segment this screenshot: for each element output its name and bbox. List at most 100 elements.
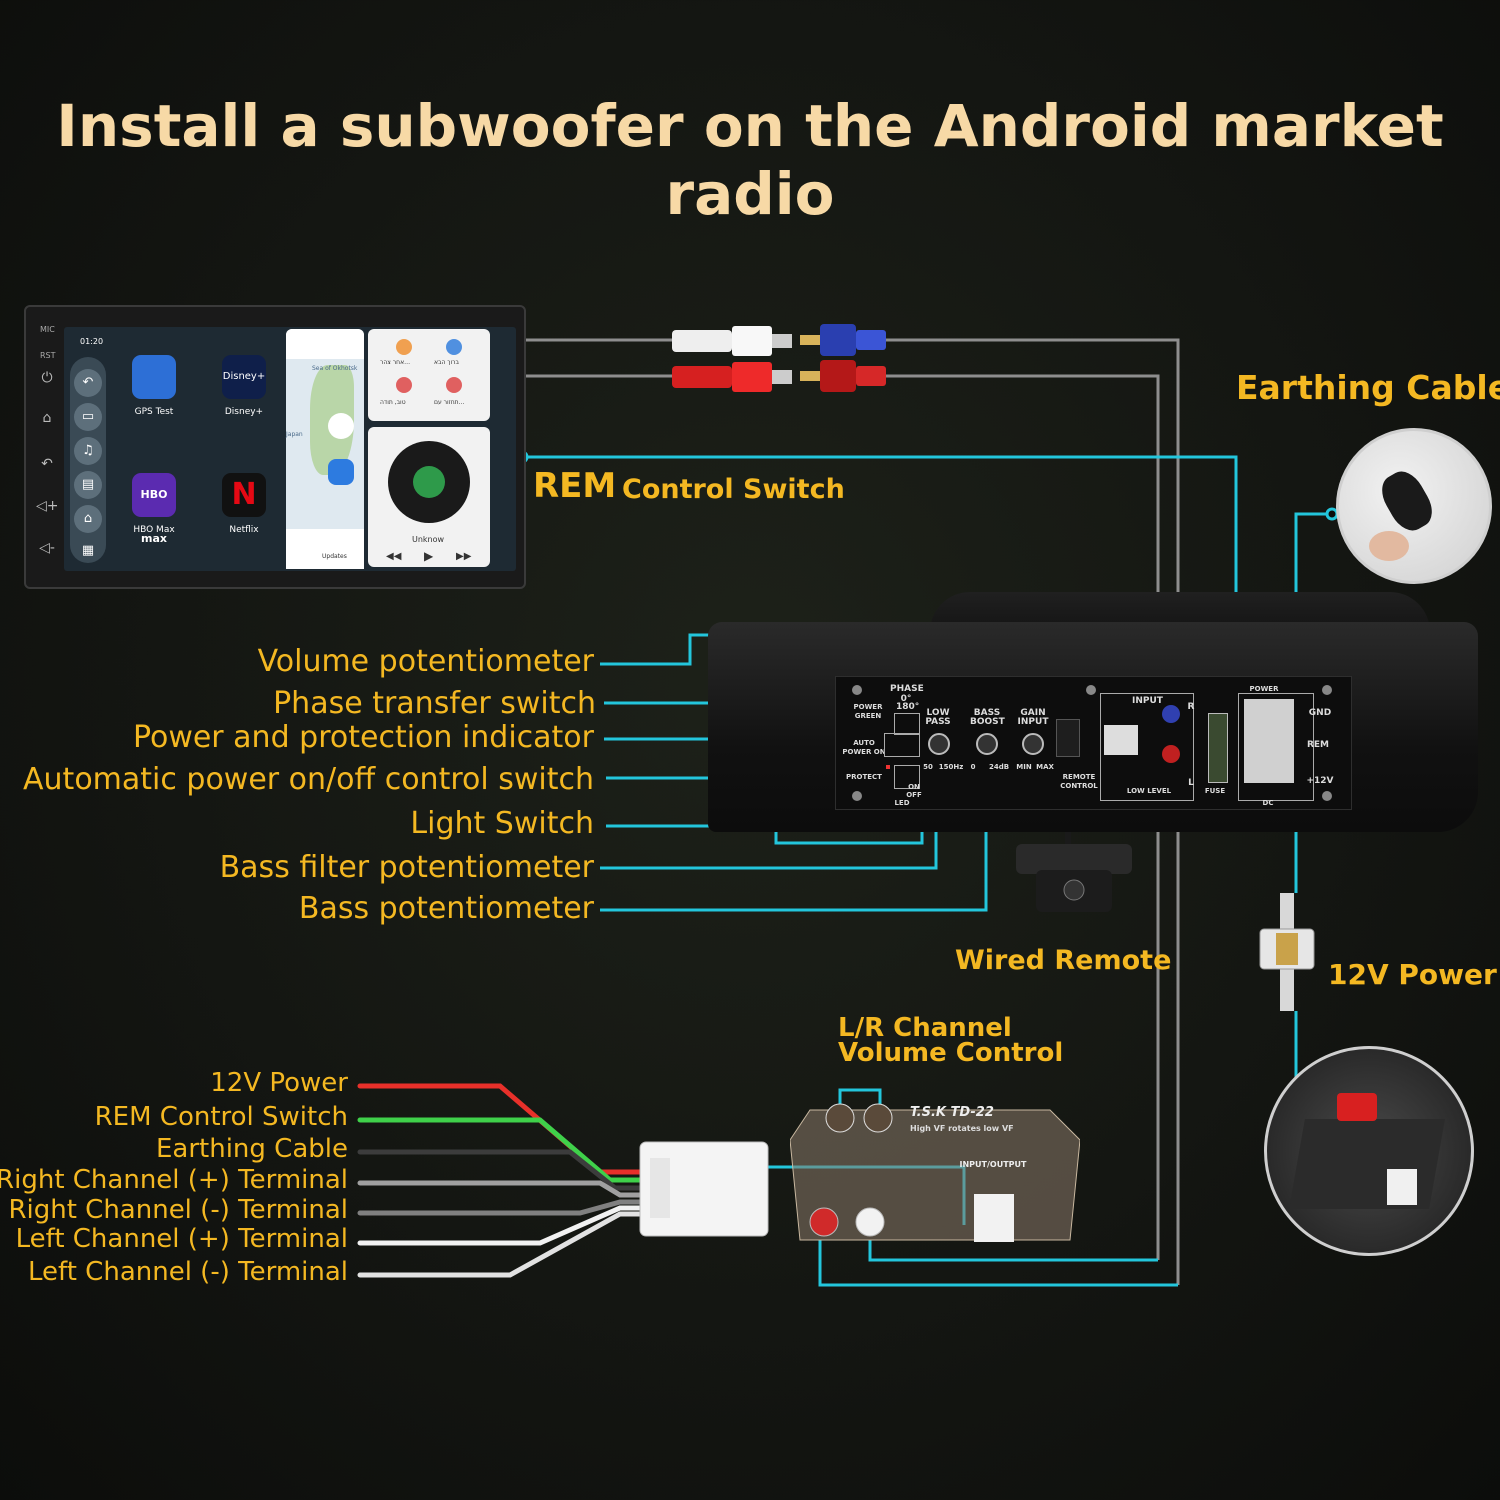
- rca-input-l[interactable]: [1162, 745, 1180, 763]
- rca-cable-right-bottom: [884, 374, 1160, 1260]
- light-switch-label: Light Switch: [410, 806, 594, 841]
- rca-out-red: [809, 1207, 839, 1237]
- wire-right-plus: [357, 1180, 643, 1198]
- contacts-panel[interactable]: אחר צהר… ברוך הבא טוב, תודה תחזור עם…: [368, 329, 490, 421]
- dock: ↶ ▭ ♫ ▤ ⌂ ▦: [70, 357, 106, 563]
- volume-up-icon[interactable]: ◁+: [36, 498, 59, 514]
- app-label: GPS Test: [134, 407, 174, 417]
- crossover-io-label: INPUT/OUTPUT: [959, 1160, 1027, 1169]
- power-terminal-block[interactable]: [1244, 699, 1294, 783]
- bass-pot-label: Bass potentiometer: [298, 891, 594, 926]
- rca-input-r[interactable]: [1162, 705, 1180, 723]
- wire-right-minus: [357, 1199, 643, 1216]
- wire-label-left-minus: Left Channel (-) Terminal: [28, 1257, 348, 1287]
- wire-left-minus: [357, 1211, 643, 1278]
- auto-power-switch-label: Automatic power on/off control switch: [23, 762, 594, 797]
- bass-min: 0: [970, 763, 976, 771]
- crossover-brand: T.S.K TD-22: [910, 1105, 994, 1120]
- app-label: HBO Max: [133, 525, 175, 535]
- rca-cable-right-top: [884, 338, 1180, 1285]
- home-icon[interactable]: ⌂: [42, 410, 52, 426]
- bass-max: 24dB: [988, 763, 1010, 771]
- protect-label: PROTECT: [846, 773, 882, 781]
- low-level-label: LOW LEVEL: [1126, 787, 1172, 795]
- wire-left-plus: [357, 1205, 643, 1246]
- music-panel[interactable]: Unknow ◀◀ ▶ ▶▶: [368, 427, 490, 567]
- gnd-label: GND: [1308, 708, 1332, 718]
- earthing-photo: [1336, 428, 1492, 584]
- input-label: INPUT: [1132, 696, 1163, 706]
- contact-name: טוב, תודה: [380, 399, 406, 406]
- rca-cables: [526, 338, 1180, 1285]
- disney-icon[interactable]: Disney+: [222, 355, 266, 399]
- phase-switch-label: Phase transfer switch: [273, 686, 596, 721]
- lr-volume-callout-2: Volume Control: [838, 1038, 1064, 1068]
- gps-icon[interactable]: [132, 355, 176, 399]
- netflix-icon[interactable]: N: [222, 473, 266, 517]
- map-sea-label: Sea of Okhotsk: [312, 365, 358, 372]
- battery-photo: [1264, 1046, 1474, 1256]
- bass-filter-pot-label: Bass filter potentiometer: [219, 850, 594, 885]
- back-icon[interactable]: ↶: [41, 456, 53, 472]
- low-level-input[interactable]: [1104, 725, 1138, 755]
- dock-home-icon[interactable]: ⌂: [74, 505, 102, 533]
- page-title: Install a subwoofer on the Android marke…: [56, 92, 1444, 228]
- lr-volume-callout-1: L/R Channel: [838, 1013, 1012, 1043]
- wire-label-right-plus: Right Channel (+) Terminal: [0, 1165, 348, 1195]
- prev-icon[interactable]: ◀◀: [386, 551, 402, 562]
- low-pass-knob[interactable]: [928, 733, 950, 755]
- rca-right-leader: [868, 1240, 1158, 1262]
- low-pass-min: 50: [923, 763, 933, 771]
- map-updates-label: Updates: [322, 553, 347, 560]
- map-panel[interactable]: Sea of Okhotsk Japan Updates: [286, 329, 364, 569]
- dock-audio-icon[interactable]: ♫: [74, 437, 102, 465]
- dock-back-icon[interactable]: ↶: [74, 369, 102, 397]
- phase-180-label: 180°: [896, 702, 920, 712]
- rst-label: RST: [40, 351, 56, 360]
- on-label: ON: [908, 783, 920, 791]
- rca-out-white: [855, 1207, 885, 1237]
- android-head-unit: MIC RST ⏻ ⌂ ↶ ◁+ ◁- 01:20 ↶ ▭ ♫ ▤ ⌂ ▦ GP…: [24, 305, 526, 589]
- lr-volume-leader: [838, 1088, 882, 1110]
- off-label: OFF: [906, 791, 922, 799]
- power-indicator-label: Power and protection indicator: [132, 720, 594, 755]
- harness-connector[interactable]: [636, 1138, 772, 1240]
- remote-port[interactable]: [1056, 719, 1080, 757]
- power-icon[interactable]: ⏻: [41, 370, 53, 386]
- dock-recents-icon[interactable]: ▭: [74, 403, 102, 431]
- clock: 01:20: [80, 337, 104, 346]
- led-label: LED: [894, 799, 910, 807]
- dock-car-icon[interactable]: ▤: [74, 471, 102, 499]
- remote-control-label: REMOTE CONTROL: [1060, 773, 1098, 790]
- hbo-icon[interactable]: HBO max: [132, 473, 176, 545]
- auto-power-switch[interactable]: [884, 733, 920, 757]
- dock-grid-icon[interactable]: ▦: [81, 543, 95, 558]
- bass-boost-label: BASS BOOST: [970, 708, 1005, 727]
- app-label: Disney+: [224, 407, 264, 417]
- amp-control-panel: PHASE 0° 180° POWER GREEN AUTO POWER ON …: [835, 676, 1352, 810]
- wired-remote[interactable]: [1014, 840, 1134, 912]
- td22-crossover: [790, 1103, 1080, 1242]
- earthing-callout: Earthing Cable: [1236, 368, 1500, 407]
- gain-input-label: GAIN INPUT: [1017, 708, 1049, 727]
- fuse-label: FUSE: [1204, 787, 1226, 795]
- track-title: Unknow: [412, 535, 445, 544]
- left-volume-knob: [825, 1103, 855, 1133]
- play-icon[interactable]: ▶: [424, 549, 434, 563]
- led-switch[interactable]: [894, 765, 920, 789]
- next-icon[interactable]: ▶▶: [456, 551, 472, 562]
- gain-max: MAX: [1036, 763, 1054, 771]
- dc-label: DC: [1262, 799, 1274, 807]
- wire-label-ground: Earthing Cable: [155, 1134, 348, 1164]
- low-pass-max: 150Hz: [938, 763, 964, 771]
- rem-callout-label: REM: [533, 466, 617, 506]
- crossover-subtitle: High VF rotates low VF: [910, 1124, 1014, 1133]
- r-label: R: [1187, 702, 1195, 712]
- wire-rem: [357, 1117, 643, 1183]
- gain-knob[interactable]: [1022, 733, 1044, 755]
- phase-switch[interactable]: [894, 713, 920, 735]
- low-pass-label: LOW PASS: [925, 708, 951, 727]
- wire-label-rem: REM Control Switch: [94, 1102, 348, 1132]
- bass-boost-knob[interactable]: [976, 733, 998, 755]
- volume-down-icon[interactable]: ◁-: [39, 540, 55, 556]
